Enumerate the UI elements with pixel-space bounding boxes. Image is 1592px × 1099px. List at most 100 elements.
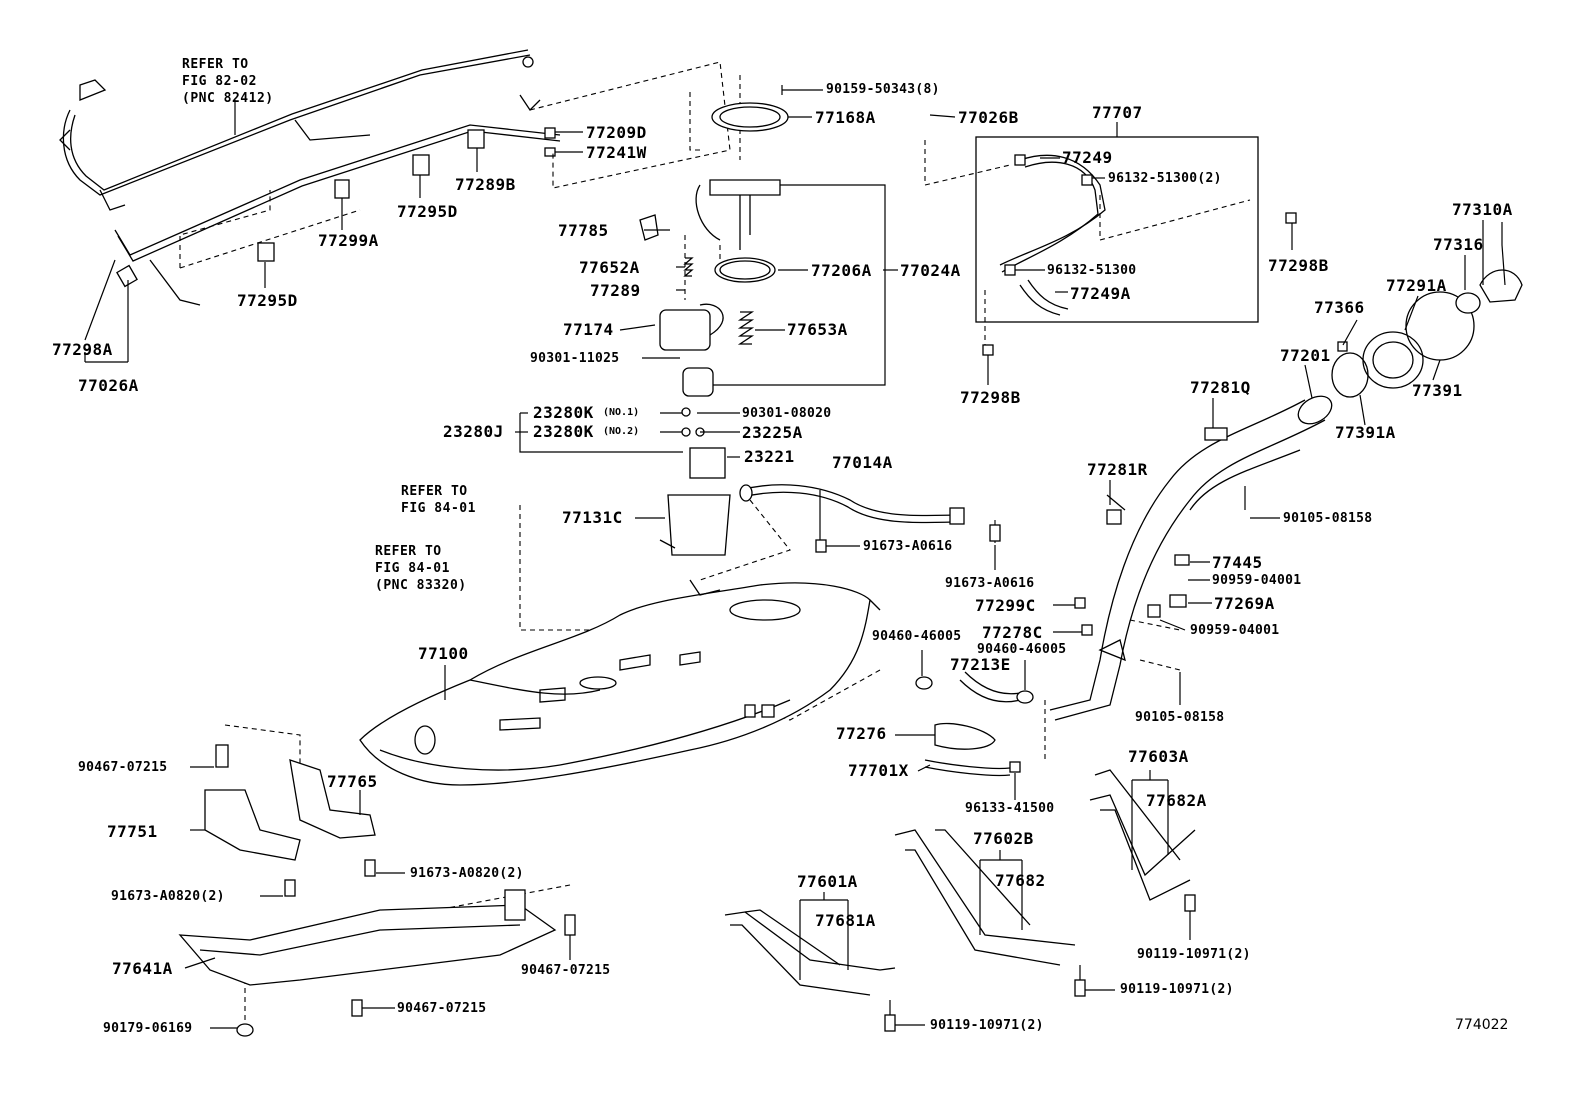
part-label[interactable]: 77299A [318,231,379,250]
part-label[interactable]: 96133-41500 [965,801,1055,816]
part-label[interactable]: 77174 [563,320,614,339]
part-label[interactable]: 90105-08158 [1135,710,1225,725]
part-label[interactable]: 23280K [533,422,594,441]
vent-hose-group [975,122,1297,385]
part-label[interactable]: 90159-50343(8) [826,82,940,97]
part-label[interactable]: 77641A [112,959,173,978]
part-label[interactable]: 90301-11025 [530,351,620,366]
part-label[interactable]: 77278C [982,623,1043,642]
part-label[interactable]: 77014A [832,453,893,472]
part-label[interactable]: 23280K [533,403,594,422]
part-label[interactable]: 77299C [975,596,1036,615]
part-label[interactable]: 77298B [960,388,1021,407]
part-label[interactable]: 77445 [1212,553,1263,572]
part-label[interactable]: 77276 [836,724,887,743]
part-label[interactable]: 77785 [558,221,609,240]
part-label[interactable]: 90179-06169 [103,1021,193,1036]
part-label[interactable]: 77206A [811,261,872,280]
part-label[interactable]: 90119-10971(2) [930,1018,1044,1033]
reference-line: (PNC 83320) [375,578,467,593]
part-label[interactable]: 77391 [1412,381,1463,400]
part-label[interactable]: 77201 [1280,346,1331,365]
part-label[interactable]: 77241W [586,143,647,162]
part-label[interactable]: 23225A [742,423,803,442]
part-label[interactable]: 77765 [327,772,378,791]
reference-line: (PNC 82412) [182,91,274,106]
part-label[interactable]: 96132-51300(2) [1108,171,1222,186]
part-label[interactable]: 77601A [797,872,858,891]
fuel-line-assembly [59,49,561,306]
part-label[interactable]: 77026B [958,108,1019,127]
reference-note-fig-84-01: REFER TO FIG 84-01 [401,483,476,517]
part-label[interactable]: 77310A [1452,200,1513,219]
part-label[interactable]: 77024A [900,261,961,280]
part-label[interactable]: 77295D [237,291,298,310]
part-label[interactable]: 91673-A0616 [945,576,1035,591]
part-label[interactable]: 77100 [418,644,469,663]
part-label[interactable]: 77289 [590,281,641,300]
reference-line: REFER TO [375,544,442,559]
part-label[interactable]: 90105-08158 [1283,511,1373,526]
part-label[interactable]: 77168A [815,108,876,127]
part-label[interactable]: 77291A [1386,276,1447,295]
part-label[interactable]: 77269A [1214,594,1275,613]
part-label[interactable]: 77682 [995,871,1046,890]
reference-line: FIG 84-01 [375,561,450,576]
part-label[interactable]: 23221 [744,447,795,466]
part-label[interactable]: 91673-A0820(2) [410,866,524,881]
part-label[interactable]: 77652A [579,258,640,277]
part-label[interactable]: 90119-10971(2) [1120,982,1234,997]
part-label-note: (NO.2) [603,426,640,437]
part-label[interactable]: 77209D [586,123,647,142]
part-label[interactable]: 90467-07215 [78,760,168,775]
part-label[interactable]: 77681A [815,911,876,930]
part-label[interactable]: 91673-A0616 [863,539,953,554]
reference-note-fig-82-02: REFER TO FIG 82-02 (PNC 82412) [182,56,274,107]
part-label[interactable]: 90460-46005 [872,629,962,644]
part-label[interactable]: 77249 [1062,148,1113,167]
part-label[interactable]: 23280J [443,422,504,441]
part-label[interactable]: 77751 [107,822,158,841]
part-label[interactable]: 90467-07215 [521,963,611,978]
reference-line: FIG 84-01 [401,501,476,516]
part-label[interactable]: 77298A [52,340,113,359]
part-label[interactable]: 77295D [397,202,458,221]
part-label[interactable]: 77682A [1146,791,1207,810]
reference-note-pnc-83320: REFER TO FIG 84-01 (PNC 83320) [375,543,467,594]
part-label[interactable]: 77289B [455,175,516,194]
part-label[interactable]: 77131C [562,508,623,527]
part-label[interactable]: 77366 [1314,298,1365,317]
fuel-pump-assembly [639,102,789,556]
part-label[interactable]: 77298B [1268,256,1329,275]
tank-straps [724,769,1196,1032]
part-label[interactable]: 90119-10971(2) [1137,947,1251,962]
part-label-note: (NO.1) [603,407,640,418]
reference-line: FIG 82-02 [182,74,257,89]
part-label[interactable]: 90959-04001 [1212,573,1302,588]
part-label[interactable]: 90460-46005 [977,642,1067,657]
part-label[interactable]: 77281R [1087,460,1148,479]
part-label[interactable]: 77316 [1433,235,1484,254]
part-label[interactable]: 77653A [787,320,848,339]
part-label[interactable]: 90301-08020 [742,406,832,421]
part-label[interactable]: 77603A [1128,747,1189,766]
part-label[interactable]: 90467-07215 [397,1001,487,1016]
part-label[interactable]: 77391A [1335,423,1396,442]
part-label[interactable]: 77026A [78,376,139,395]
filler-neck-assembly [1049,269,1523,721]
part-label[interactable]: 77707 [1092,103,1143,122]
part-label[interactable]: 90959-04001 [1190,623,1280,638]
part-label[interactable]: 77249A [1070,284,1131,303]
clip-parts [257,127,556,262]
leader-lines-top-left [84,100,583,363]
part-label[interactable]: 77281Q [1190,378,1251,397]
part-label[interactable]: 77602B [973,829,1034,848]
reference-line: REFER TO [182,57,249,72]
part-label[interactable]: 91673-A0820(2) [111,889,225,904]
reference-line: REFER TO [401,484,468,499]
part-label[interactable]: 77701X [848,761,909,780]
part-label[interactable]: 96132-51300 [1047,263,1137,278]
part-label[interactable]: 77213E [950,655,1011,674]
